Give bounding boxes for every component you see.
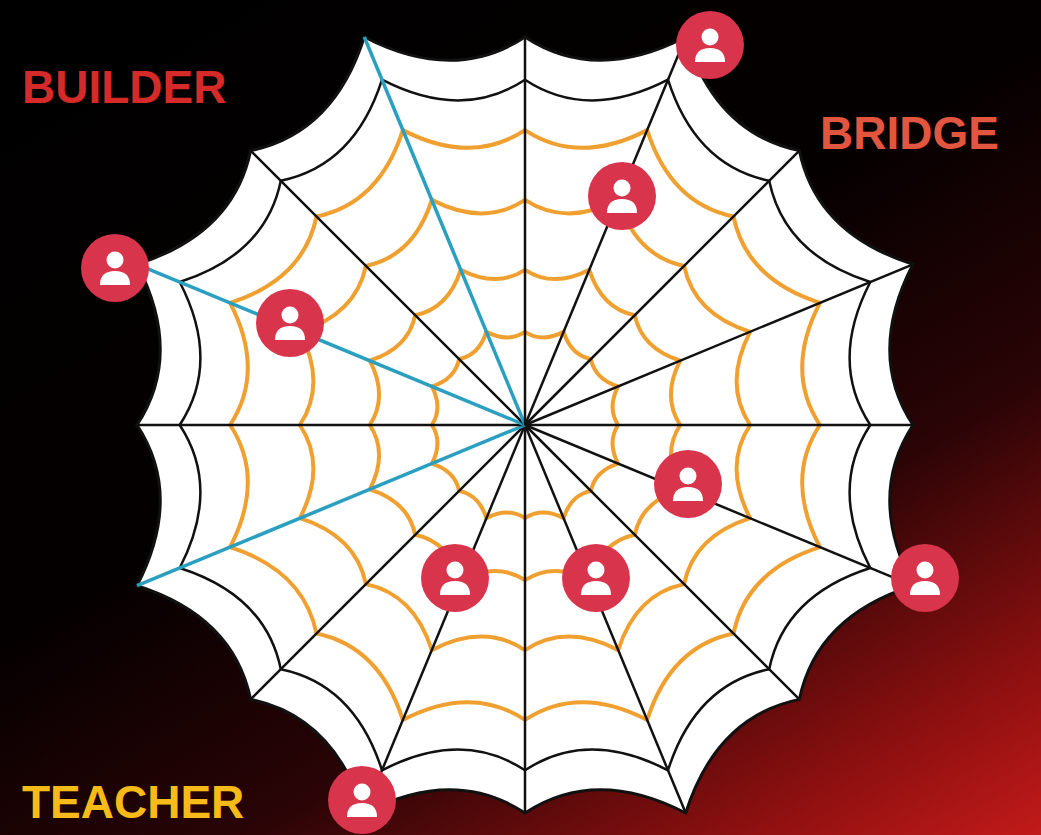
- person-icon-disc: [256, 289, 324, 357]
- person-icon: [562, 544, 630, 612]
- person-icon-disc: [421, 544, 489, 612]
- web-strand: [525, 37, 686, 425]
- person-body: [695, 48, 725, 62]
- web-strand: [251, 151, 525, 425]
- person-body: [607, 199, 637, 213]
- person-head: [354, 784, 371, 801]
- person-icon-disc: [891, 544, 959, 612]
- web-strand: [525, 151, 799, 425]
- person-head: [588, 562, 605, 579]
- person-head: [447, 562, 464, 579]
- person-icon-disc: [562, 544, 630, 612]
- person-body: [275, 326, 305, 340]
- person-icon: [676, 11, 744, 79]
- role-label: TEACHER: [22, 779, 244, 825]
- person-head: [680, 468, 697, 485]
- web-strand: [525, 424, 913, 427]
- person-icon-disc: [654, 450, 722, 518]
- person-icon-disc: [588, 162, 656, 230]
- web-strand: [137, 424, 525, 427]
- person-icon: [891, 544, 959, 612]
- highlighted-strand: [364, 37, 525, 425]
- person-head: [917, 562, 934, 579]
- person-icon: [588, 162, 656, 230]
- person-body: [581, 581, 611, 595]
- person-body: [347, 803, 377, 817]
- person-icon: [654, 450, 722, 518]
- web-strand: [524, 425, 527, 813]
- person-icon: [256, 289, 324, 357]
- person-icon-disc: [676, 11, 744, 79]
- web-strand: [524, 37, 527, 425]
- person-body: [100, 271, 130, 285]
- web-ring: [137, 37, 913, 813]
- web-strand: [251, 425, 525, 699]
- person-head: [107, 252, 124, 269]
- person-icon: [421, 544, 489, 612]
- person-icon: [81, 234, 149, 302]
- role-label: BRIDGE: [820, 110, 999, 156]
- person-body: [440, 581, 470, 595]
- person-icon-disc: [328, 766, 396, 834]
- person-body: [910, 581, 940, 595]
- person-icon: [328, 766, 396, 834]
- web-ground: [137, 37, 913, 813]
- web-strand: [525, 425, 799, 699]
- person-head: [282, 307, 299, 324]
- person-icon-disc: [81, 234, 149, 302]
- person-body: [673, 487, 703, 501]
- role-label: BUILDER: [22, 64, 226, 110]
- person-head: [702, 29, 719, 46]
- web-strand: [525, 264, 913, 425]
- person-head: [614, 180, 631, 197]
